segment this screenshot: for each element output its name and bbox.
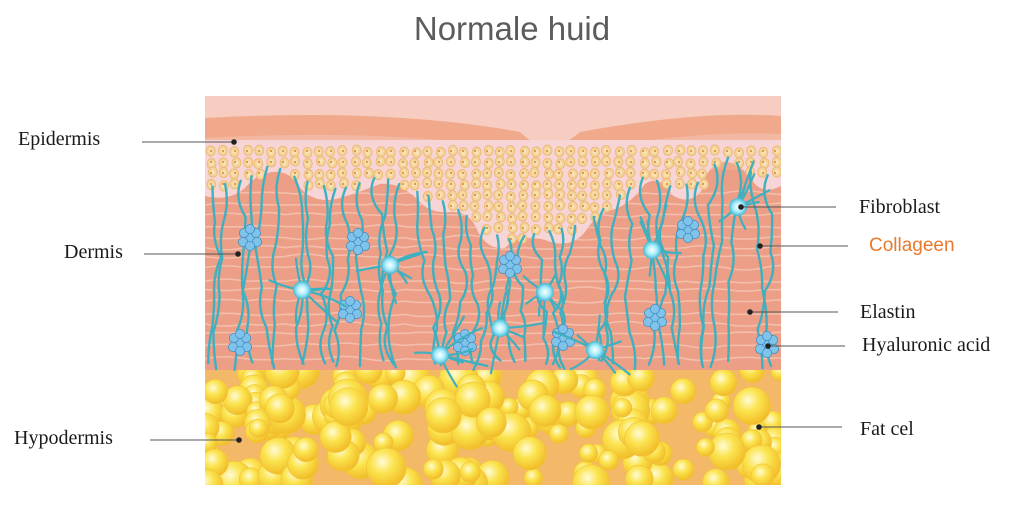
svg-text:Fibroblast: Fibroblast: [859, 196, 941, 218]
label-dermis: Dermis: [64, 241, 241, 263]
label-elastin: Elastin: [747, 301, 916, 323]
label-fat-cell: Fat cel: [756, 418, 914, 440]
svg-text:Collageen: Collageen: [869, 235, 955, 256]
epidermal-cells: [205, 144, 781, 245]
svg-text:Hypodermis: Hypodermis: [14, 427, 113, 449]
svg-text:Elastin: Elastin: [860, 301, 916, 323]
label-fibroblast: Fibroblast: [738, 196, 941, 218]
label-hypodermis: Hypodermis: [14, 427, 242, 449]
basal-layer: [205, 140, 781, 249]
label-hyaluronic-acid: Hyaluronic acid: [765, 334, 990, 356]
fibroblast-cells: [268, 160, 771, 388]
svg-text:Hyaluronic acid: Hyaluronic acid: [862, 334, 990, 356]
svg-text:Fat cel: Fat cel: [860, 418, 914, 440]
hyaluronic-acid-clusters: [227, 215, 780, 358]
svg-text:Epidermis: Epidermis: [18, 128, 100, 150]
label-epidermis: Epidermis: [18, 128, 237, 150]
svg-text:Dermis: Dermis: [64, 241, 123, 263]
label-collagen: Collageen: [757, 235, 955, 256]
diagram-title: Normale huid: [413, 10, 611, 47]
